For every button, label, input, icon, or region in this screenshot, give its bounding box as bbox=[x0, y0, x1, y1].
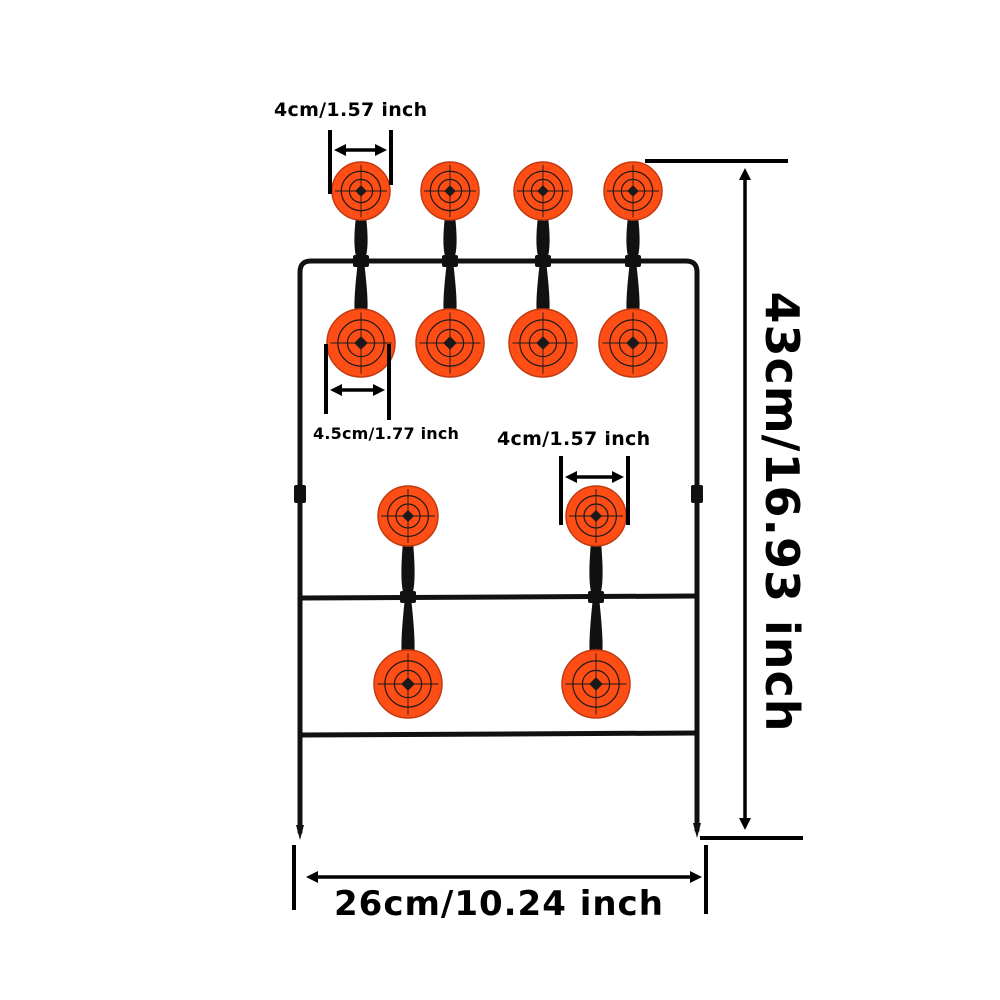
target-bottom-upper-1 bbox=[326, 308, 396, 378]
spinner-upper-3 bbox=[535, 216, 551, 313]
target-top-lower-2 bbox=[565, 485, 627, 547]
spinner-upper-2 bbox=[442, 216, 458, 313]
total-width-label: 26cm/10.24 inch bbox=[334, 884, 664, 924]
target-bottom-upper-4 bbox=[598, 308, 668, 378]
arrow-total-height bbox=[739, 168, 751, 830]
frame-stake-left bbox=[296, 825, 304, 840]
spinner-lower-2 bbox=[588, 542, 604, 654]
target-top-lower-1 bbox=[377, 485, 439, 547]
steel-frame bbox=[294, 258, 703, 840]
total-height-label: 43cm/16.93 inch bbox=[755, 291, 809, 733]
arrow-top-target-width bbox=[334, 144, 387, 156]
target-top-upper-3 bbox=[513, 161, 573, 221]
top-target-width-label: 4cm/1.57 inch bbox=[274, 99, 428, 121]
target-bottom-upper-2 bbox=[415, 308, 485, 378]
arrow-total-width bbox=[306, 871, 702, 883]
spinner-targets bbox=[326, 161, 668, 719]
target-top-upper-4 bbox=[603, 161, 663, 221]
frame-clip-right bbox=[691, 485, 703, 503]
target-top-upper-1 bbox=[331, 161, 391, 221]
frame-crossbar-lower bbox=[299, 730, 700, 738]
frame-crossbar-middle bbox=[299, 593, 700, 601]
frame-clip-left bbox=[294, 485, 306, 503]
middle-target-width-label: 4cm/1.57 inch bbox=[497, 428, 651, 450]
target-top-upper-2 bbox=[420, 161, 480, 221]
target-bottom-upper-3 bbox=[508, 308, 578, 378]
target-bottom-lower-2 bbox=[561, 649, 631, 719]
frame-outer bbox=[297, 258, 700, 835]
large-target-width-label: 4.5cm/1.77 inch bbox=[313, 424, 460, 443]
spinner-upper-1 bbox=[353, 216, 369, 313]
dimension-lines bbox=[292, 130, 803, 914]
spinner-lower-1 bbox=[400, 542, 416, 654]
arrow-large-target-width bbox=[330, 384, 385, 396]
arrow-middle-target-width bbox=[565, 471, 624, 483]
spinner-upper-4 bbox=[625, 216, 641, 313]
target-bottom-lower-1 bbox=[373, 649, 443, 719]
frame-stake-right bbox=[693, 823, 701, 838]
